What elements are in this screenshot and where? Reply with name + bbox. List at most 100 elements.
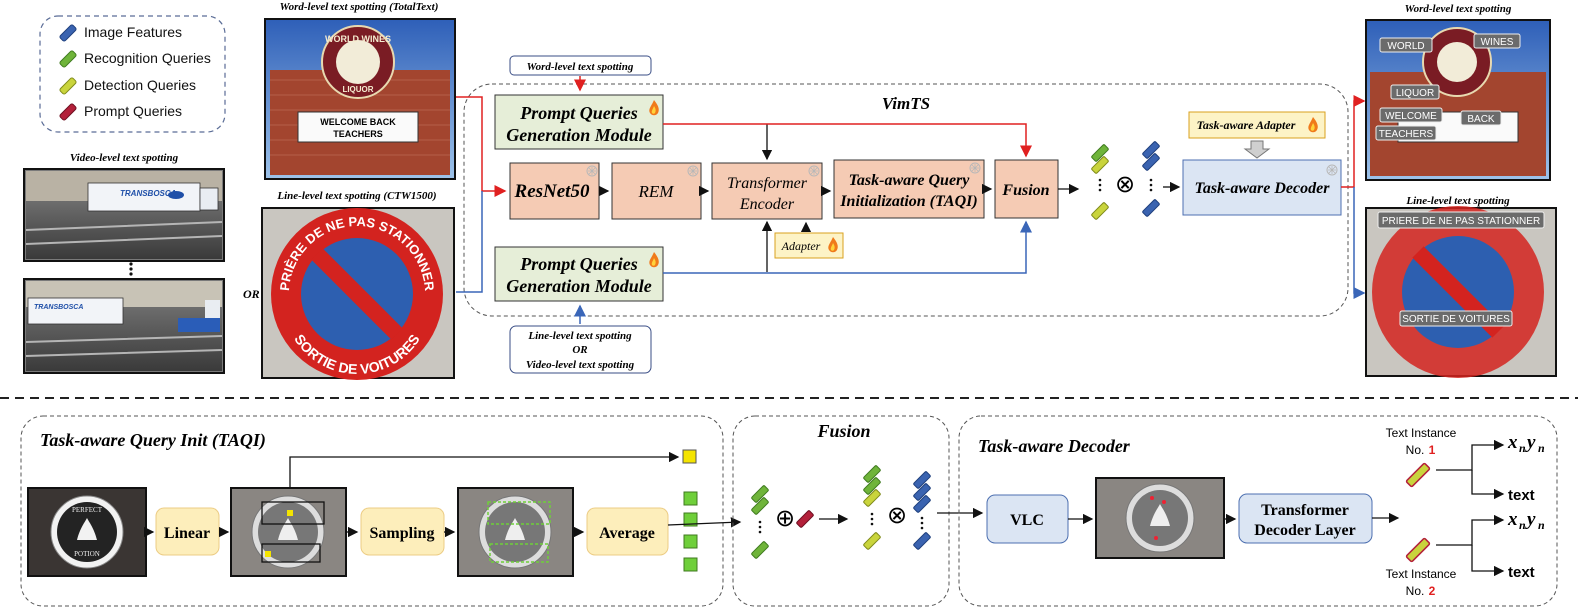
ti2-label: Text Instance [1386,567,1457,581]
transformer-encoder-line1: Transformer [727,175,808,192]
word-input-image: WORLD WINES LIQUOR WELCOME BACK TEACHERS [264,18,456,180]
legend-label-detection-queries: Detection Queries [84,77,196,93]
decoder-frozen-icon [1326,164,1338,176]
vimts-frame [463,83,1349,317]
linear-label: Linear [164,525,210,542]
taqi-line2: Initialization (TAQI) [839,193,977,210]
ti2-num: 2 [1429,584,1436,598]
output-word-label-welcome: WELCOME [1385,111,1437,122]
legend-detection-queries-icon [59,77,77,95]
ti2-no: No. [1406,584,1425,598]
decoder-output-branches [1436,439,1505,577]
task-adapter-box [1188,111,1326,139]
output-word-label-wines: WINES [1481,37,1514,48]
legend: Image Features Recognition Queries Detec… [39,15,226,133]
pqgm-bottom-line2: Generation Module [506,276,652,296]
line-input-image: PRIÈRE DE NE PAS STATIONNER SORTIE DE VO… [261,207,455,380]
average-box [586,507,669,556]
fusion-plus-symbol: ⊕ [775,506,795,532]
output-xy-2-y: y [1525,509,1536,530]
legend-prompt-queries-icon [59,103,77,121]
sign-marquee-2: TEACHERS [333,129,383,139]
output-line-title: Line-level text spotting [1405,195,1510,207]
fusion-input-queries [751,485,769,559]
taqi-arrows [143,451,742,538]
top-query-stack-recognition [1091,144,1109,220]
truck-text-1: TRANSBOSCA [120,189,177,198]
potion-perfect-1: PERFECT [72,506,103,514]
fusion-detail-frame [732,415,950,607]
potion-image-1: PERFECT POTION [27,487,147,577]
sampling-label: Sampling [370,525,435,542]
potion-potion-1: POTION [74,550,100,558]
prompt-line-label-box [509,325,652,374]
legend-label-prompt-queries: Prompt Queries [84,103,182,119]
video-frame-1: TRANSBOSCA [23,168,225,262]
output-word-title: Word-level text spotting [1405,3,1512,15]
resnet-label: ResNet50 [514,181,590,202]
top-query-stack-features [1142,141,1160,217]
taqi-box [833,159,985,219]
video-title: Video-level text spotting [70,152,179,164]
potion-image-4 [1095,477,1225,559]
output-xy-2: x n y n [1507,509,1545,532]
fusion-prompt-query [796,510,814,528]
tdl-line1: Transformer [1261,502,1349,519]
output-line-image: PRIERE DE NE PAS STATIONNER SORTIE DE VO… [1365,206,1557,378]
legend-frame [39,15,226,133]
prompt-line-label-2: OR [572,344,587,356]
pqgm-bottom-box [494,246,664,302]
output-word-label-back: BACK [1467,114,1495,125]
output-xy-1-x: x [1507,432,1518,453]
taqi-detail-title: Task-aware Query Init (TAQI) [40,430,266,451]
fusion-label: Fusion [1001,182,1049,199]
word-input-title: Word-level text spotting (TotalText) [280,1,439,13]
prompt-word-label: Word-level text spotting [527,61,634,73]
taqi-frozen-icon [969,162,981,174]
ti1-no: No. [1406,443,1425,457]
transformer-encoder-box [711,162,823,220]
resnet-frozen-icon [586,165,598,177]
output-word-label-teachers: TEACHERS [1379,129,1434,140]
fusion-feature-queries [913,471,931,550]
vlc-label: VLC [1010,512,1044,529]
taqi-output-queries [682,449,698,572]
output-word-labels: WORLD WINES LIQUOR WELCOME BACK TEACHERS [1375,33,1521,141]
transformer-encoder-line2: Encoder [739,196,795,213]
decoder-label: Task-aware Decoder [1195,180,1331,197]
encoder-frozen-icon [808,165,820,177]
legend-recognition-queries-icon [59,50,77,68]
potion-image-2 [230,487,347,577]
output-xy-1: x n y n [1507,432,1545,455]
decoder-detail-title: Task-aware Decoder [978,436,1131,456]
video-frame-2: TRANSBOSCA [23,278,225,374]
ti1-query-icon [1405,462,1431,488]
task-adapter-label: Task-aware Adapter [1197,118,1296,132]
output-xy-1-xn: n [1519,441,1526,455]
pqgm-bottom-line1: Prompt Queries [519,254,638,274]
output-line-label-2: SORTIE DE VOITURES [1402,314,1510,325]
truck-text-2: TRANSBOSCA [34,304,83,311]
prompt-line-label-3: Video-level text spotting [526,359,635,371]
top-outer-product-symbol: ⊗ [1115,172,1135,198]
fusion-mixed-queries [863,465,881,550]
rem-box [611,162,702,220]
rem-frozen-icon [687,165,699,177]
output-xy-1-y: y [1525,432,1536,453]
or-label: OR [243,287,260,301]
legend-label-recognition-queries: Recognition Queries [84,50,211,66]
output-word-label-world: WORLD [1387,41,1424,52]
vimts-title: VimTS [882,94,930,113]
output-text-1: text [1508,487,1535,504]
resnet-box [509,162,600,220]
output-xy-2-yn: n [1538,518,1545,532]
output-xy-2-xn: n [1519,518,1526,532]
output-xy-2-x: x [1507,509,1518,530]
prompt-line-label-1: Line-level text spotting [527,330,632,342]
output-text-2: text [1508,564,1535,581]
line-input-title: Line-level text spotting (CTW1500) [276,190,436,202]
sign-world-wines: WORLD WINES [325,34,391,44]
output-line-label-1: PRIERE DE NE PAS STATIONNER [1382,216,1540,227]
output-xy-1-yn: n [1538,441,1545,455]
